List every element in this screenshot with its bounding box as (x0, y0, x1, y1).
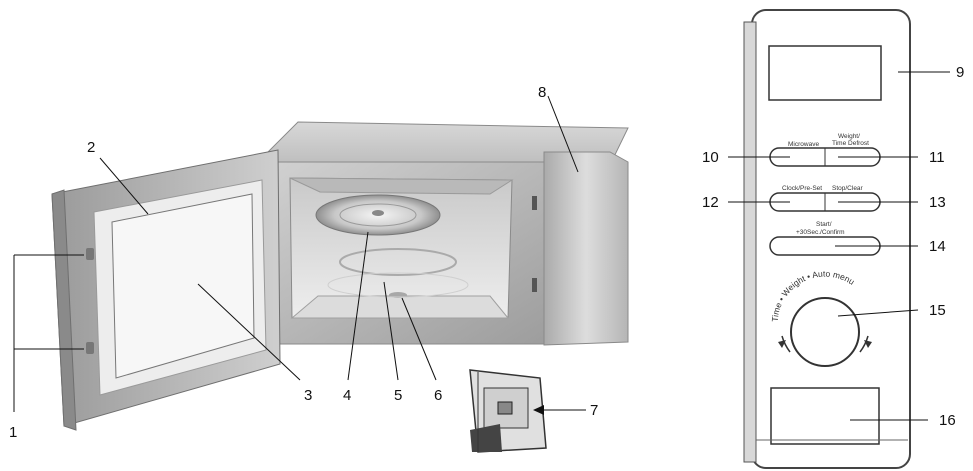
clock-button-label: Clock/Pre-Set (782, 185, 822, 192)
callout-10: 10 (702, 149, 719, 166)
door-latch-hole-upper (532, 196, 537, 210)
stop-button-label: Stop/Clear (832, 185, 864, 192)
callout-numbers: 1 2 3 4 5 6 7 8 9 10 11 12 13 14 15 16 (9, 64, 964, 441)
control-panel-side (543, 151, 629, 346)
door-release-button[interactable] (770, 387, 880, 445)
microwave-body (256, 121, 629, 346)
roller-ring (339, 248, 457, 276)
display-window[interactable] (768, 45, 882, 101)
callout-2: 2 (87, 139, 95, 156)
callout-5: 5 (394, 387, 402, 404)
callout-15: 15 (929, 302, 946, 319)
door-hook-lower (86, 342, 94, 354)
viewing-window (111, 193, 255, 379)
selector-dial[interactable] (790, 297, 860, 367)
control-panel: Microwave Weight/ Time Defrost Clock/Pre… (743, 9, 911, 469)
door-hook-upper (86, 248, 94, 260)
callout-7: 7 (590, 402, 598, 419)
callout-6: 6 (434, 387, 442, 404)
inset-detail (469, 369, 547, 453)
callout-13: 13 (929, 194, 946, 211)
door-latch-hole-lower (532, 278, 537, 292)
callout-14: 14 (929, 238, 946, 255)
callout-9: 9 (956, 64, 964, 81)
callout-11: 11 (929, 149, 945, 166)
callout-3: 3 (304, 387, 312, 404)
callout-4: 4 (343, 387, 351, 404)
callout-16: 16 (939, 412, 956, 429)
callout-12: 12 (702, 194, 719, 211)
start-button-label-2: +30Sec./Confirm (796, 229, 845, 236)
start-button-label-1: Start/ (816, 221, 832, 228)
microwave-door (51, 149, 281, 431)
microwave-button-label: Microwave (788, 141, 819, 148)
weight-button-label-1: Weight/ (838, 133, 860, 140)
callout-1: 1 (9, 424, 17, 441)
callout-8: 8 (538, 84, 546, 101)
weight-button-label-2: Time Defrost (832, 140, 869, 147)
leader-lines (13, 71, 950, 421)
